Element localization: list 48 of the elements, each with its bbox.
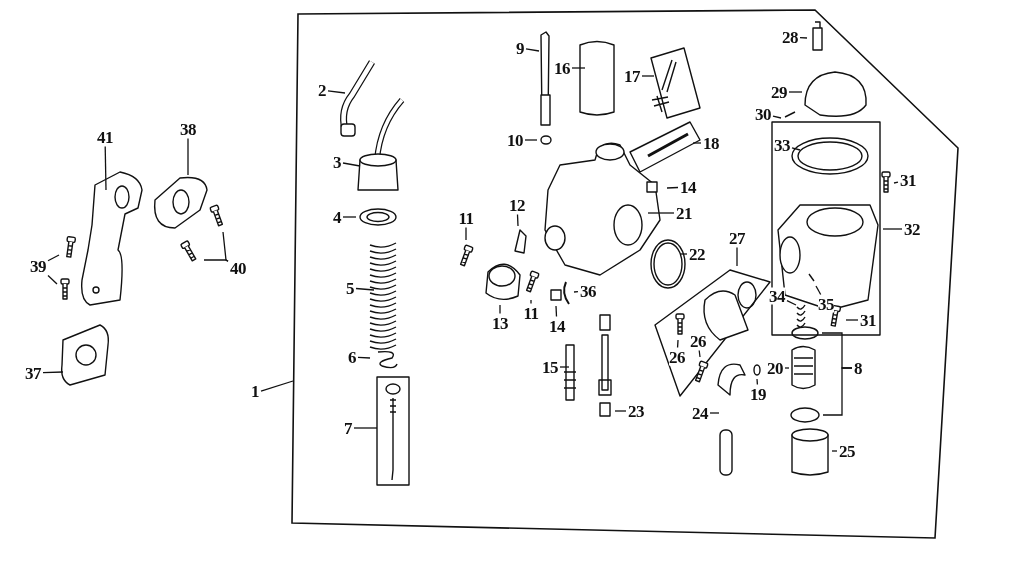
leader-line [104, 145, 107, 191]
leader-line [709, 412, 720, 414]
leader-line [222, 231, 229, 262]
leader-line [342, 216, 357, 218]
leader-line [647, 212, 675, 214]
leader-line [784, 367, 790, 369]
leader-line [559, 366, 570, 368]
leader-line [187, 137, 189, 176]
leader-line [791, 147, 801, 151]
leader-line [357, 356, 371, 359]
leader-line [203, 259, 229, 262]
leader-line [831, 450, 838, 452]
leader-line [353, 427, 378, 429]
leader-line [516, 213, 519, 227]
leader-line [47, 274, 58, 285]
leader-line [641, 75, 655, 77]
leader-line [822, 367, 853, 416]
leader-line [772, 115, 782, 119]
leader-line [499, 304, 501, 315]
leader-line [260, 380, 294, 392]
leader-line [342, 162, 361, 167]
leader-line [571, 67, 586, 69]
leader-line [786, 300, 797, 306]
leader-line [676, 339, 679, 349]
leader-line [698, 349, 701, 358]
leader-line [788, 91, 803, 93]
leader-line [530, 299, 532, 305]
leader-line [692, 142, 702, 144]
leader-line [327, 90, 346, 94]
leader-line [736, 246, 738, 267]
leader-line [799, 36, 808, 39]
leader-line [666, 186, 679, 189]
leader-line [882, 228, 903, 230]
leader-line [465, 226, 467, 241]
leader-line [573, 291, 579, 293]
leader-line [355, 287, 375, 291]
leader-line [525, 48, 540, 52]
callout-number: 34 [769, 287, 785, 305]
leader-line [614, 410, 627, 412]
leader-line [524, 139, 538, 141]
leader-line [893, 181, 899, 184]
leader-line [815, 285, 822, 296]
leader-line [679, 253, 688, 255]
leader-line [47, 254, 60, 262]
leader-line [756, 378, 759, 386]
leader-line [555, 305, 558, 318]
leader-line [42, 371, 64, 374]
leader-line [845, 319, 859, 321]
